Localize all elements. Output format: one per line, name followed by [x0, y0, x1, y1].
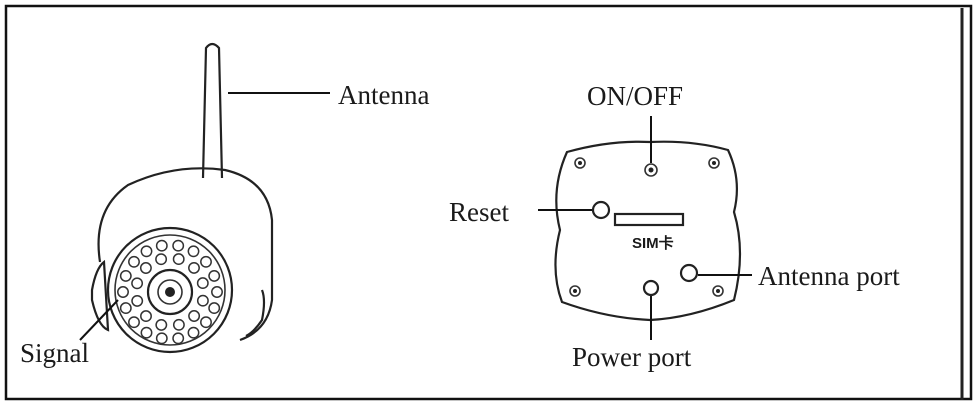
ir-led: [117, 286, 129, 298]
antenna-label: Antenna: [338, 80, 429, 110]
ir-led: [155, 332, 168, 345]
ir-led: [131, 294, 144, 307]
ir-led: [172, 253, 185, 266]
ir-led: [187, 326, 200, 339]
back-panel-illustration: SIM卡: [554, 140, 742, 322]
signal-label: Signal: [20, 338, 89, 368]
ir-led: [211, 286, 223, 298]
ir-led: [155, 253, 168, 266]
ir-led: [131, 277, 144, 290]
ir-led: [196, 294, 209, 307]
camera-mount-right: [245, 289, 266, 337]
sim-slot: [613, 212, 685, 227]
ir-led: [188, 310, 201, 322]
ir-led: [128, 316, 140, 329]
camera-illustration: [90, 42, 274, 354]
lens-outer: [146, 268, 194, 316]
antenna-rod: [201, 42, 224, 179]
ir-led: [140, 326, 153, 339]
lens-bezel: [106, 226, 234, 354]
antenna-port-label: Antenna port: [758, 261, 900, 291]
ir-led: [155, 239, 168, 252]
on-off-switch: [644, 163, 658, 177]
screw-top-left: [574, 157, 586, 169]
reset-label: Reset: [449, 197, 509, 227]
ir-led: [208, 269, 221, 282]
ir-led: [208, 302, 221, 315]
power-port-label: Power port: [572, 342, 692, 372]
ir-led: [172, 318, 185, 331]
ir-led: [188, 261, 200, 274]
ir-led: [196, 277, 209, 290]
ir-led: [140, 310, 152, 323]
power-port-jack: [642, 279, 660, 297]
lens-inner: [157, 279, 183, 305]
figure-frame: [4, 4, 973, 401]
ir-led: [172, 332, 185, 345]
camera-mount-left: [90, 259, 110, 332]
ir-led: [139, 262, 152, 274]
camera-housing: [97, 167, 274, 342]
ir-led: [128, 255, 140, 268]
ir-led: [119, 302, 132, 315]
sim-label: SIM卡: [632, 234, 674, 252]
reset-button: [591, 200, 611, 220]
antenna-port-jack: [679, 263, 699, 283]
ir-led: [119, 269, 132, 282]
ir-led: [200, 316, 212, 329]
screw-top-right: [708, 157, 720, 169]
ir-led: [187, 245, 200, 258]
ir-led: [155, 318, 168, 331]
back-panel-outline: [554, 140, 742, 322]
ir-led: [172, 239, 185, 252]
on-off-label: ON/OFF: [587, 81, 683, 111]
lens-center: [165, 287, 175, 297]
ir-led-ring: [117, 239, 223, 345]
signal-leader-line: [79, 299, 119, 341]
screw-bottom-right: [712, 285, 724, 297]
ir-led: [140, 245, 153, 258]
screw-bottom-left: [569, 285, 581, 297]
ir-led: [200, 255, 212, 268]
lens-bezel-inner: [114, 234, 226, 346]
